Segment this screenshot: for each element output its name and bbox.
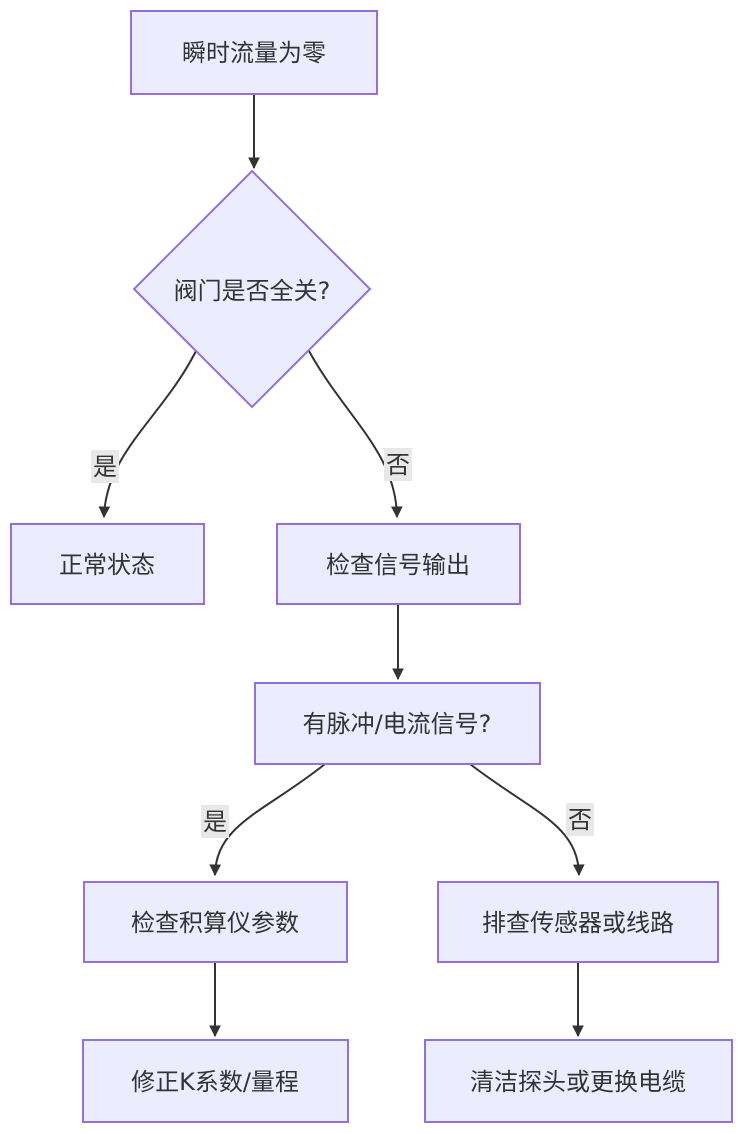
edge-valve-yes (98, 350, 197, 519)
edge-label-valve-yes-text: 是 (93, 453, 117, 481)
node-signal-question: 有脉冲/电流信号? (254, 682, 541, 765)
edge-label-valve-no: 否 (384, 448, 412, 481)
node-normal: 正常状态 (10, 523, 205, 605)
edge-label-signal-no-text: 否 (568, 806, 592, 834)
node-check-signal: 检查信号输出 (276, 523, 521, 605)
edge-label-signal-yes: 是 (201, 805, 229, 838)
node-fix-k: 修正K系数/量程 (82, 1039, 349, 1123)
node-start: 瞬时流量为零 (130, 10, 378, 95)
node-start-label: 瞬时流量为零 (182, 39, 326, 67)
edge-valve-no (308, 350, 403, 519)
node-inspect-sensor-label: 排查传感器或线路 (482, 909, 674, 937)
edge-label-valve-no-text: 否 (386, 451, 410, 479)
node-signal-question-label: 有脉冲/电流信号? (303, 710, 492, 738)
node-inspect-sensor: 排查传感器或线路 (437, 881, 719, 963)
node-fix-k-label: 修正K系数/量程 (131, 1068, 299, 1096)
edge-label-valve-yes: 是 (91, 450, 119, 483)
edge-signal-yes (209, 763, 326, 877)
edge-label-signal-yes-text: 是 (203, 808, 227, 836)
node-valve-question: 阀门是否全关? (132, 169, 372, 409)
node-check-signal-label: 检查信号输出 (326, 551, 470, 579)
node-clean-probe-label: 清洁探头或更换电缆 (470, 1068, 686, 1096)
edge-signal-no (469, 763, 585, 877)
node-check-totalizer-label: 检查积算仪参数 (131, 909, 299, 937)
node-clean-probe: 清洁探头或更换电缆 (424, 1039, 733, 1123)
node-check-totalizer: 检查积算仪参数 (83, 881, 348, 963)
node-valve-question-label: 阀门是否全关? (174, 277, 331, 305)
edge-label-signal-no: 否 (566, 803, 594, 836)
node-normal-label: 正常状态 (59, 551, 155, 579)
